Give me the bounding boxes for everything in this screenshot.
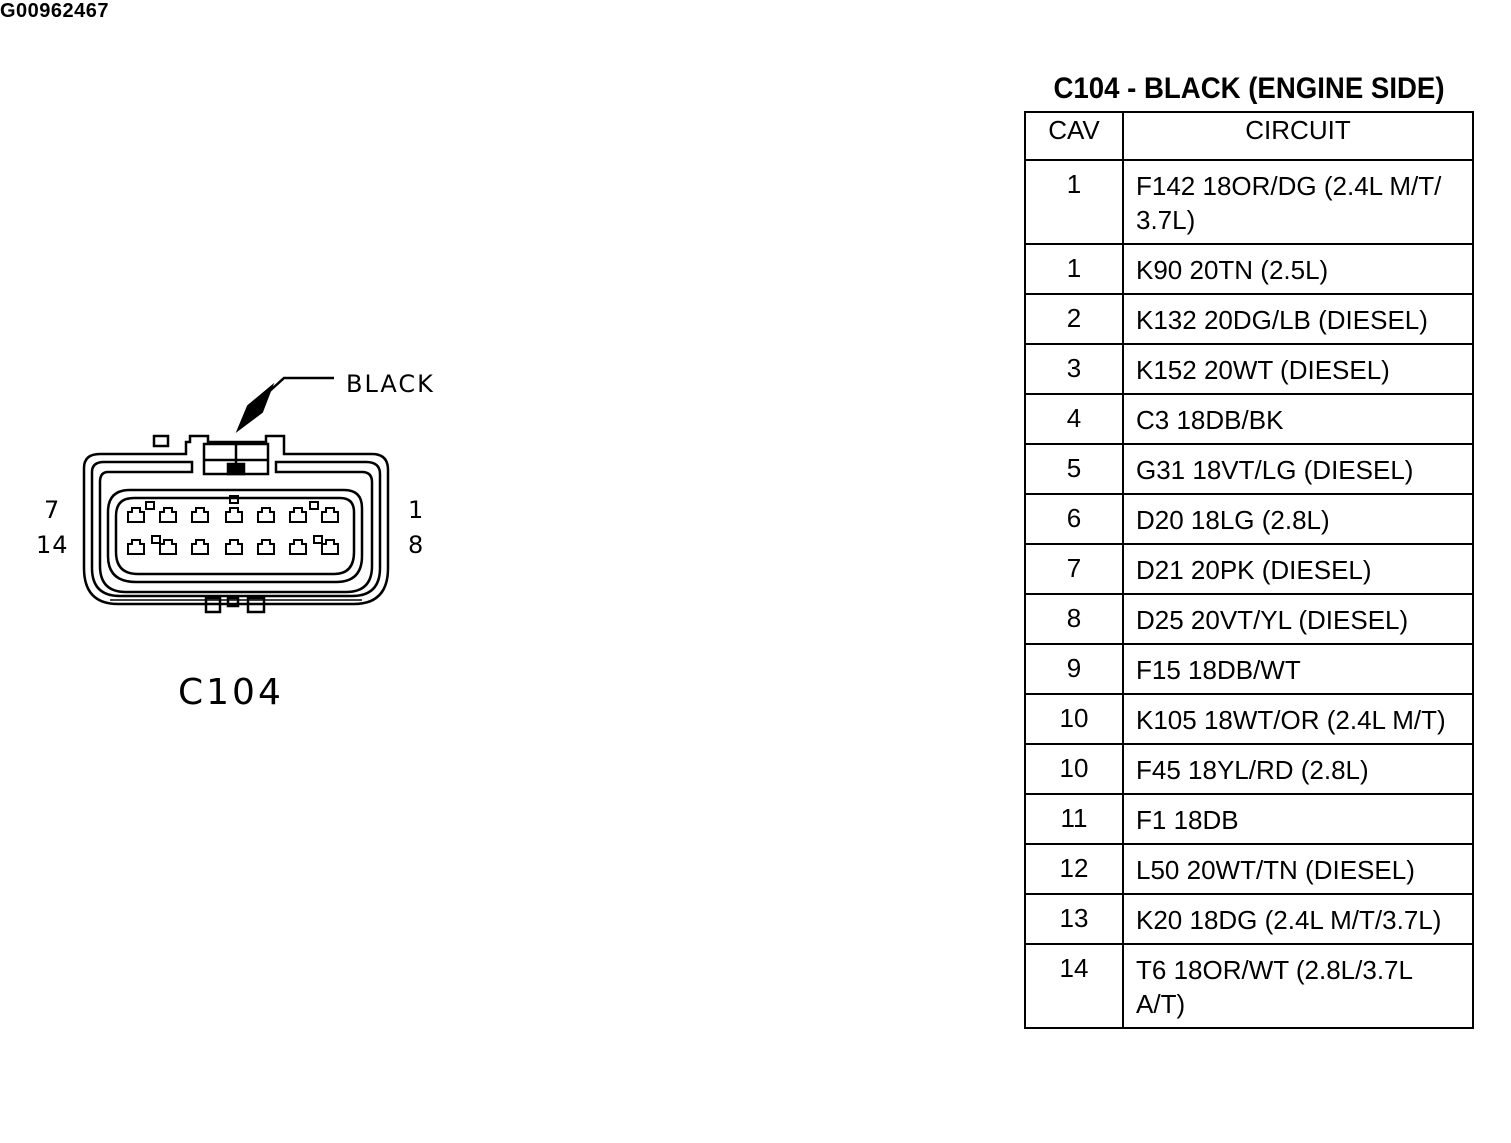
keying-tab [313,535,323,544]
circuit-cell: F1 18DB [1122,793,1474,845]
cav-cell: 3 [1024,343,1124,395]
circuit-cell: F15 18DB/WT [1122,643,1474,695]
circuit-cell: F45 18YL/RD (2.8L) [1122,743,1474,795]
cav-cell: 13 [1024,893,1124,945]
pin-cavity [159,507,177,523]
connector-color-label: BLACK [346,370,435,398]
cav-cell: 6 [1024,493,1124,545]
figure-id: G00962467 [0,0,110,22]
circuit-cell: K105 18WT/OR (2.4L M/T) [1122,693,1474,745]
circuit-cell: K20 18DG (2.4L M/T/3.7L) [1122,893,1474,945]
pin-label-14: 14 [36,531,69,559]
table-title: C104 - BLACK (ENGINE SIDE) [1053,72,1445,105]
circuit-cell: K90 20TN (2.5L) [1122,243,1474,295]
header-circuit: CIRCUIT [1122,111,1474,161]
keying-tab [145,501,155,510]
cav-cell: 2 [1024,293,1124,345]
table-header-row: CAV CIRCUIT [1024,111,1474,161]
circuit-cell: K132 20DG/LB (DIESEL) [1122,293,1474,345]
circuit-cell: C3 18DB/BK [1122,393,1474,445]
cav-cell: 10 [1024,693,1124,745]
pin-cavity [257,507,275,523]
keying-tab [309,501,319,510]
circuit-cell: L50 20WT/TN (DIESEL) [1122,843,1474,895]
pin-cavity [191,539,209,555]
cav-cell: 12 [1024,843,1124,895]
cav-cell: 1 [1024,243,1124,295]
keying-tab [151,535,161,544]
cav-cell: 9 [1024,643,1124,695]
pin-cavity [321,507,339,523]
connector-shell [82,434,390,614]
circuit-cell: F142 18OR/DG (2.4L M/T/ 3.7L) [1122,159,1474,245]
pin-cavity [289,507,307,523]
circuit-cell: D20 18LG (2.8L) [1122,493,1474,545]
pin-label-7: 7 [44,496,61,524]
cav-cell: 14 [1024,943,1124,1029]
cav-cell: 5 [1024,443,1124,495]
pin-cavity [225,539,243,555]
connector-name: C104 [178,672,284,713]
circuit-cell: D25 20VT/YL (DIESEL) [1122,593,1474,645]
keying-tab [229,495,239,504]
pin-cavity [159,539,177,555]
header-cav: CAV [1024,111,1124,161]
cavity-housing [106,488,364,584]
pin-cavity [127,507,145,523]
cav-cell: 11 [1024,793,1124,845]
circuit-cell: T6 18OR/WT (2.8L/3.7L A/T) [1122,943,1474,1029]
pin-cavity [191,507,209,523]
cav-cell: 1 [1024,159,1124,245]
pin-cavity [225,507,243,523]
pin-label-1: 1 [408,496,425,524]
cav-cell: 10 [1024,743,1124,795]
cav-cell: 7 [1024,543,1124,595]
circuit-cell: D21 20PK (DIESEL) [1122,543,1474,595]
circuit-cell: K152 20WT (DIESEL) [1122,343,1474,395]
cav-cell: 4 [1024,393,1124,445]
pin-cavity [289,539,307,555]
cav-cell: 8 [1024,593,1124,645]
pin-label-8: 8 [408,531,425,559]
pin-cavity [257,539,275,555]
pin-cavity [127,539,145,555]
color-callout-arrow [235,376,334,433]
pin-cavities [127,495,339,555]
pin-cavity [321,539,339,555]
connector-drawing [82,376,390,614]
circuit-cell: G31 18VT/LG (DIESEL) [1122,443,1474,495]
